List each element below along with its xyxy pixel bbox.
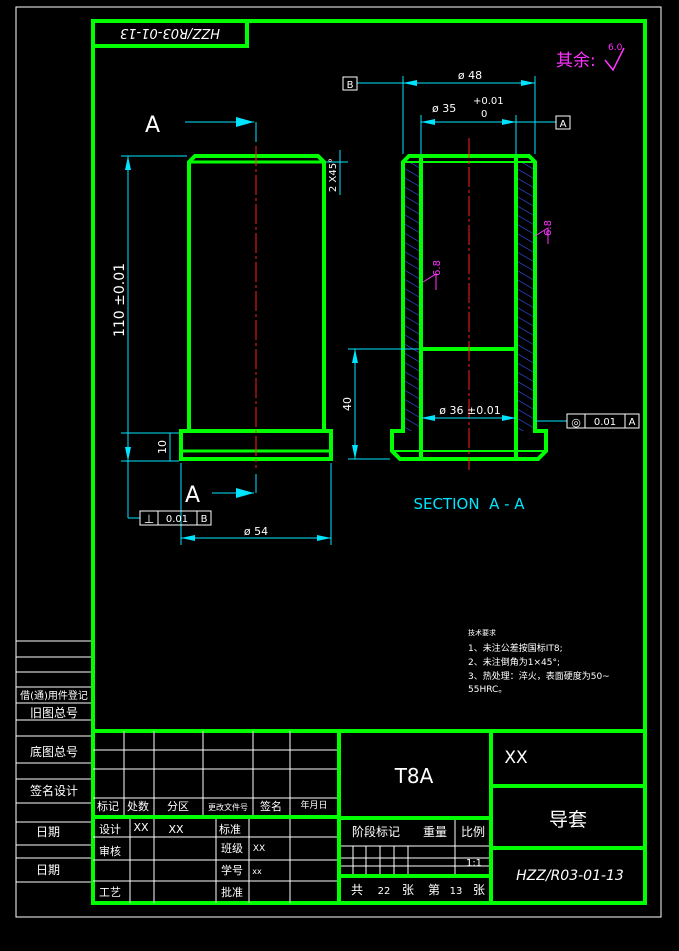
title-block: 标记 处数 分区 更改文件号 签名 年月日 设计 XX XX 标准 审核 班级 … <box>93 729 645 903</box>
section-arrowhead-top <box>236 117 254 127</box>
roughness-note-value: 6.0 <box>608 43 623 53</box>
tech-req-item: 3、热处理：淬火，表面硬度为50~ <box>468 670 610 682</box>
tb-role: 审核 <box>99 844 121 858</box>
tb-sheets-current-suffix: 张 <box>473 883 485 897</box>
tb-role: 设计 <box>99 823 121 836</box>
perp-datum: B <box>201 514 208 525</box>
outer-border <box>15 6 662 918</box>
conc-symbol: ◎ <box>571 416 581 429</box>
tech-req-title: 技术要求 <box>468 628 496 637</box>
section-label-bottom: A <box>185 483 200 508</box>
tb-date: XX <box>168 823 184 836</box>
side-label: 旧图总号 <box>30 706 78 720</box>
tb-sheets-total-prefix: 共 <box>351 883 363 897</box>
roughness-note: 其余: 6.0 <box>556 43 625 72</box>
chamfer-dimension <box>326 150 348 195</box>
tb-header: 标记 <box>97 799 119 813</box>
roughness-mark-left: 6.8 <box>432 260 443 276</box>
roughness-symbol-icon <box>604 47 625 72</box>
tb-role2: 学号 <box>221 863 243 877</box>
tech-req-item: 55HRC。 <box>468 685 507 695</box>
bore-dia-text: ø 36 ±0.01 <box>439 404 500 417</box>
step-depth-dimension <box>348 348 419 460</box>
flange-dia-dimension <box>180 463 332 545</box>
tb-sheets-current-prefix: 第 <box>428 883 440 897</box>
tb-sheets-total-suffix: 张 <box>402 883 414 897</box>
section-view: 6.8 6.8 B ø 48 A ø 35 +0.01 0 <box>341 69 640 513</box>
tech-requirements: 技术要求 1、未注公差按国标IT8; 2、未注倒角为1×45°; 3、热处理：淬… <box>468 628 610 695</box>
mirrored-code-box: HZZ/R03-01-13 <box>91 19 249 48</box>
length-dimension <box>121 155 187 462</box>
tb-header: 更改文件号 <box>208 802 248 812</box>
section-label-top: A <box>145 113 160 138</box>
section-title: SECTION A - A <box>413 495 525 513</box>
chamfer-dim-text: 2 X45° <box>328 158 339 192</box>
tb-role: 工艺 <box>99 886 121 899</box>
tb-header: 处数 <box>127 800 149 813</box>
perpendicularity-frame: ⊥ 0.01 B <box>127 461 212 526</box>
conc-value: 0.01 <box>594 417 616 428</box>
side-label: 底图总号 <box>30 744 78 759</box>
datum-a-label: A <box>560 119 567 130</box>
inner-tol-lower: 0 <box>481 109 487 120</box>
datum-b-box <box>342 76 358 91</box>
side-label: 签名设计 <box>30 783 78 798</box>
tech-req-item: 2、未注倒角为1×45°; <box>468 656 560 668</box>
tb-value2: XX <box>253 844 265 854</box>
tb-drawing-code: HZZ/R03-01-13 <box>516 868 624 884</box>
tb-header: 签名 <box>260 799 282 813</box>
roughness-mark-left-icon <box>422 273 437 290</box>
datum-a-box <box>555 115 571 130</box>
tb-stage-label: 阶段标记 <box>352 824 400 839</box>
tb-weight-label: 重量 <box>423 825 447 839</box>
front-view: A A 110 ±0.01 10 2 X45° <box>112 113 348 545</box>
outer-dia-text: ø 48 <box>458 69 482 82</box>
tb-scale-label: 比例 <box>461 825 485 839</box>
tb-header: 年月日 <box>300 799 327 811</box>
flange-dia-text: ø 54 <box>244 525 268 538</box>
roughness-note-prefix: 其余: <box>556 51 596 71</box>
tb-sheets-current: 13 <box>450 886 463 897</box>
tech-req-item: 1、未注公差按国标IT8; <box>468 642 563 654</box>
side-label: 借(通)用件登记 <box>20 689 88 702</box>
roughness-mark-right-icon <box>534 227 549 244</box>
side-label: 日期 <box>36 825 60 839</box>
section-wall-left <box>403 162 419 431</box>
flange-dim-text: 10 <box>156 440 169 454</box>
tb-sheets-total: 22 <box>378 886 391 897</box>
tb-role2: 班级 <box>221 842 243 855</box>
perp-symbol: ⊥ <box>144 512 154 526</box>
tb-role2: 标准 <box>219 822 241 836</box>
step-depth-text: 40 <box>341 397 354 411</box>
section-arrowhead-bottom <box>236 488 254 498</box>
bore-dia-dimension <box>421 415 516 421</box>
drawing-frame <box>91 19 647 905</box>
inner-tol-upper: +0.01 <box>473 96 504 107</box>
perp-value: 0.01 <box>166 514 188 525</box>
concentricity-frame: ◎ 0.01 A <box>535 413 640 429</box>
inner-dia-dimension <box>420 115 556 154</box>
section-wall-right <box>518 162 535 431</box>
inner-dia-text: ø 35 <box>432 102 456 115</box>
tb-company: XX <box>504 748 528 768</box>
tb-role2: 批准 <box>221 885 243 899</box>
outer-dia-dimension <box>357 76 536 154</box>
tb-scale-value: 1:1 <box>466 858 482 869</box>
datum-b-label: B <box>347 80 354 91</box>
tb-header: 分区 <box>167 800 189 813</box>
side-strip <box>16 640 91 883</box>
side-label: 日期 <box>36 863 60 877</box>
tb-value2: xx <box>252 867 262 876</box>
mirrored-code-text: HZZ/R03-01-13 <box>120 25 220 40</box>
tb-material: T8A <box>394 764 434 788</box>
tb-part-name: 导套 <box>549 809 587 831</box>
conc-datum: A <box>629 417 636 428</box>
length-dim-text: 110 ±0.01 <box>112 263 128 337</box>
tb-name: XX <box>133 821 149 834</box>
